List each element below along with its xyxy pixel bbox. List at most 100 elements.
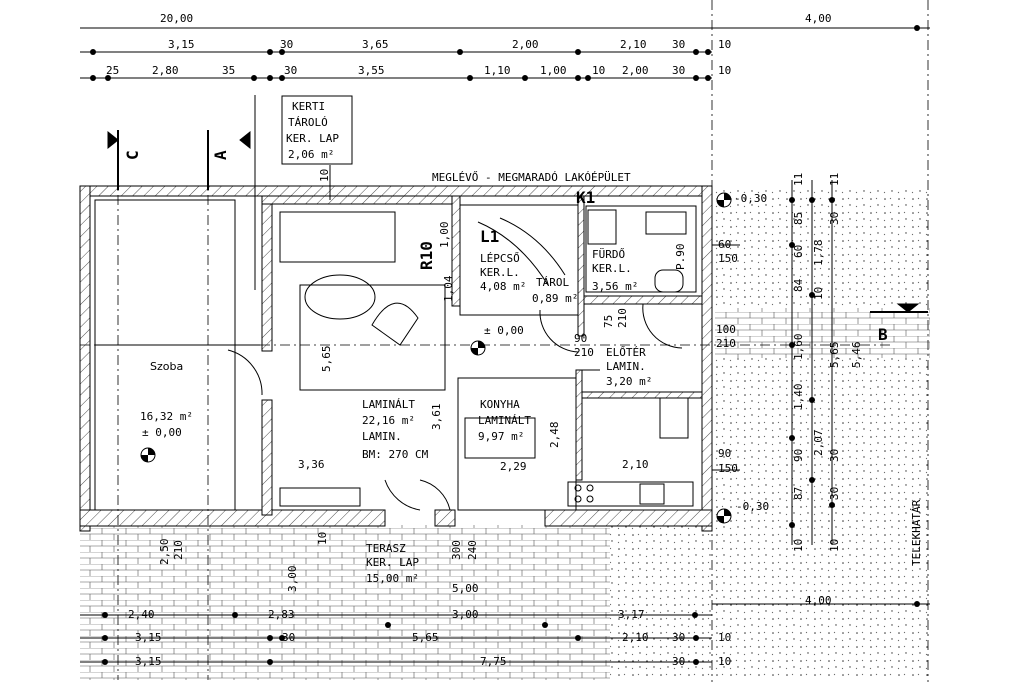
dim-right: 1,78 bbox=[812, 240, 825, 267]
room-furdo-name: FÜRDŐ bbox=[592, 247, 625, 261]
level-markers bbox=[140, 192, 732, 524]
entrance-path bbox=[715, 308, 930, 358]
dim-bottom-mid: 5,00 bbox=[452, 582, 479, 595]
room-konyha-floor: LAMINÁLT bbox=[478, 414, 531, 427]
room-konyha-name: KONYHA bbox=[480, 398, 520, 411]
dim-bottom1: 2,83 bbox=[268, 608, 295, 621]
room-nappali-area: 22,16 m² bbox=[362, 414, 415, 427]
dim-row1: 2,10 bbox=[620, 38, 647, 51]
room-lepcso-floor: KER.L. bbox=[480, 266, 520, 279]
interior-lines bbox=[94, 199, 740, 511]
dim-right: 87 bbox=[792, 487, 805, 500]
dim-misc: 2,29 bbox=[500, 460, 527, 473]
dim-bottom3: 10 bbox=[718, 655, 731, 668]
dim-row1: 3,65 bbox=[362, 38, 389, 51]
section-b-label: B bbox=[878, 325, 888, 344]
dim-right: 5,46 bbox=[850, 342, 863, 369]
building-title: MEGLÉVŐ - MEGMARADÓ LAKÓÉPÜLET bbox=[432, 170, 631, 184]
callout-box bbox=[281, 95, 353, 165]
room-eloter-name: ELŐTÉR bbox=[606, 345, 646, 359]
room-konyha-area: 9,97 m² bbox=[478, 430, 524, 443]
dim-row2: 2,00 bbox=[622, 64, 649, 77]
dim-misc: 2,48 bbox=[548, 422, 561, 449]
dim-bottom2: 30 bbox=[282, 631, 295, 644]
dim-misc: 300 bbox=[450, 540, 463, 560]
room-tarolo-area: 0,89 m² bbox=[532, 292, 578, 305]
dim-right: 10 bbox=[812, 287, 825, 300]
section-a-label: A bbox=[211, 150, 230, 160]
dim-right: 10 bbox=[828, 539, 841, 552]
dim-right: 2,07 bbox=[812, 430, 825, 457]
dim-misc: 10 bbox=[316, 532, 329, 545]
stair-tag-k1: K1 bbox=[576, 188, 595, 207]
dim-bottom1: 3,00 bbox=[452, 608, 479, 621]
room-terasz-area: 15,00 m² bbox=[366, 572, 419, 585]
dim-misc: 3,00 bbox=[286, 566, 299, 593]
room-tarolo-name: TÁROL bbox=[536, 276, 569, 289]
dim-misc: 100 bbox=[716, 323, 736, 336]
dim-right: 84 bbox=[792, 278, 805, 292]
dim-row2: 35 bbox=[222, 64, 235, 77]
dim-misc: 75 bbox=[602, 315, 615, 328]
room-terasz-name: TERASZ bbox=[366, 542, 406, 555]
stair-tag-l1: L1 bbox=[480, 227, 499, 246]
dim-right: 11 bbox=[828, 173, 841, 186]
dim-right: 90 bbox=[792, 449, 805, 462]
room-nappali-height: BM: 270 CM bbox=[362, 448, 429, 461]
room-furdo-area: 3,56 m² bbox=[592, 280, 638, 293]
dim-row2: 2,80 bbox=[152, 64, 179, 77]
level-lower: -0,30 bbox=[736, 500, 769, 513]
room-nappali-floor: LAMIN. bbox=[362, 430, 402, 443]
room-furdo-floor: KER.L. bbox=[592, 262, 632, 275]
dimension-lines bbox=[80, 27, 930, 663]
dim-row2: 1,10 bbox=[484, 64, 511, 77]
paving-west bbox=[80, 525, 290, 680]
room-nappali-name: LAMINÁLT bbox=[362, 398, 415, 411]
dim-right: 85 bbox=[792, 212, 805, 225]
dim-misc: 1,04 bbox=[442, 275, 455, 302]
section-markers bbox=[107, 130, 928, 313]
dim-misc: 90 bbox=[574, 332, 587, 345]
dim-misc: 210 bbox=[716, 337, 736, 350]
dim-top-total: 20,00 bbox=[160, 12, 193, 25]
dim-bottom3: 3,15 bbox=[135, 655, 162, 668]
dim-bottom1: 3,17 bbox=[618, 608, 645, 621]
dim-row2: 10 bbox=[592, 64, 605, 77]
dimension-ticks bbox=[90, 25, 920, 665]
stair-tag-r10: R10 bbox=[417, 241, 436, 270]
dim-misc: 240 bbox=[466, 540, 479, 560]
dim-right: 1,60 bbox=[792, 334, 805, 361]
level-upper: -0,30 bbox=[734, 192, 767, 205]
room-szoba-area: 16,32 m² bbox=[140, 410, 193, 423]
room-lepcso-name: LÉPCSŐ bbox=[480, 251, 520, 265]
dim-misc: P.90 bbox=[674, 244, 687, 271]
dim-row2: 1,00 bbox=[540, 64, 567, 77]
room-eloter-floor: LAMIN. bbox=[606, 360, 646, 373]
dim-bottom2: 3,15 bbox=[135, 631, 162, 644]
room-szoba-level: ± 0,00 bbox=[142, 426, 182, 439]
callout-line: KERTI bbox=[292, 100, 325, 113]
garden-area-south bbox=[610, 525, 930, 680]
dim-misc: 3,61 bbox=[430, 404, 443, 431]
dim-row1: 2,00 bbox=[512, 38, 539, 51]
dim-right: 30 bbox=[828, 212, 841, 225]
dim-bottom2: 2,10 bbox=[622, 631, 649, 644]
dim-row1: 30 bbox=[672, 38, 685, 51]
dim-right: 10 bbox=[792, 539, 805, 552]
callout-line: KER. LAP bbox=[286, 132, 339, 145]
dim-row2: 10 bbox=[718, 64, 731, 77]
dim-row1: 10 bbox=[718, 38, 731, 51]
dim-misc: 210 bbox=[616, 308, 629, 328]
dim-misc: 1,00 bbox=[438, 222, 451, 249]
dim-misc: 150 bbox=[718, 252, 738, 265]
callout-line: TÁROLÓ bbox=[288, 116, 328, 129]
dim-row2: 30 bbox=[284, 64, 297, 77]
callout-line: 2,06 m² bbox=[288, 148, 334, 161]
dim-misc: 60 bbox=[718, 238, 731, 251]
axis-lines bbox=[80, 0, 929, 682]
room-eloter-area: 3,20 m² bbox=[606, 375, 652, 388]
dim-misc: 150 bbox=[718, 462, 738, 475]
dim-right: 60 bbox=[792, 245, 805, 258]
dim-top-right: 4,00 bbox=[805, 12, 832, 25]
